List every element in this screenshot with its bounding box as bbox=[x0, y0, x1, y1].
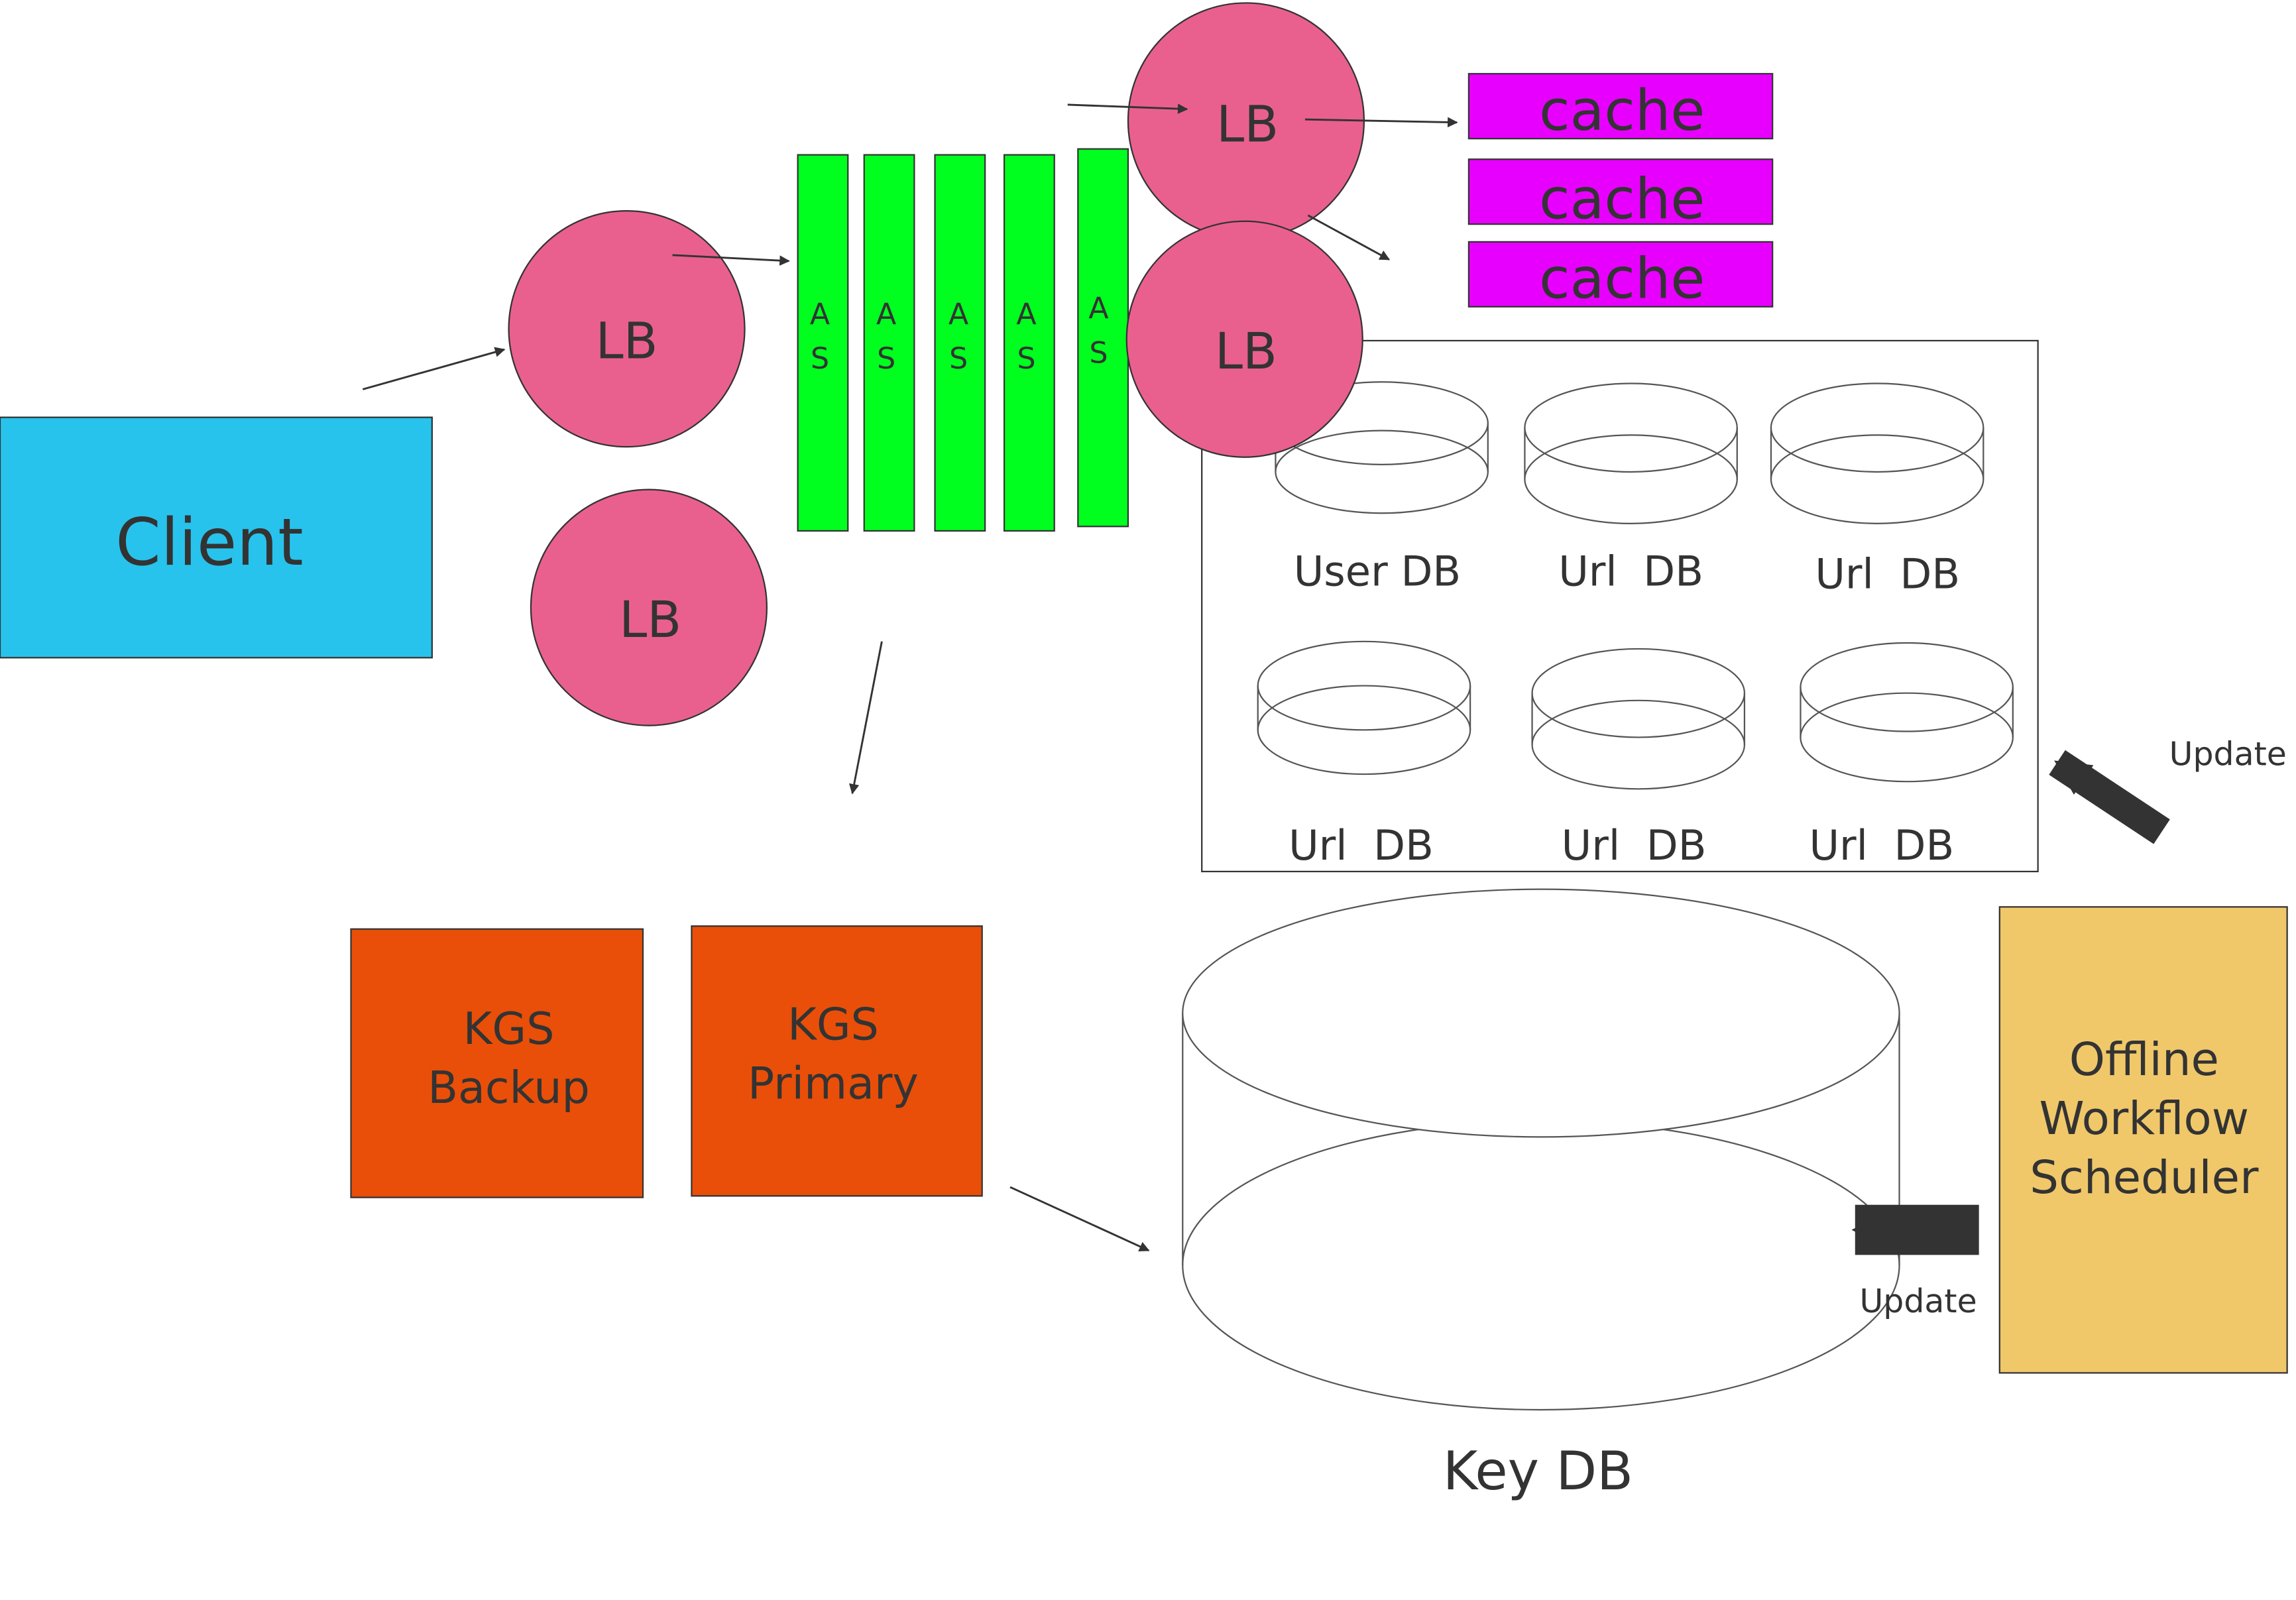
lb-node: LB bbox=[508, 210, 746, 448]
arrow-kgs-to-keydb bbox=[1009, 1186, 1150, 1252]
app-server-letter: A bbox=[876, 298, 897, 331]
app-server: A S bbox=[1077, 148, 1129, 528]
kgs-primary-line2: Primary bbox=[748, 1058, 919, 1110]
update-label: Update bbox=[1859, 1283, 1977, 1320]
app-server-letter: S bbox=[811, 342, 829, 376]
db-cylinder bbox=[1257, 640, 1471, 775]
app-server: A S bbox=[863, 154, 915, 532]
lb-node: LB bbox=[1125, 220, 1363, 458]
flow-arrows bbox=[362, 103, 1458, 1252]
lb-node: LB bbox=[530, 488, 768, 726]
cache-box: cache bbox=[1467, 158, 1774, 231]
arrow-as-to-kgs bbox=[848, 641, 883, 795]
db-label: Url DB bbox=[1289, 821, 1434, 870]
arrow-into-lb bbox=[1067, 103, 1188, 114]
kgs-backup-line2: Backup bbox=[428, 1062, 590, 1114]
key-db-label: Key DB bbox=[1443, 1440, 1633, 1502]
update-label: Update bbox=[2169, 736, 2287, 773]
lb-label: LB bbox=[1215, 322, 1277, 380]
scheduler-line1: Offline bbox=[2069, 1033, 2219, 1086]
cache-label: cache bbox=[1539, 166, 1705, 231]
app-server-letter: A bbox=[810, 298, 831, 331]
app-server-letter: S bbox=[1017, 342, 1035, 376]
arrow-lb-to-cache bbox=[1304, 117, 1458, 128]
db-label: Url DB bbox=[1558, 547, 1703, 595]
db-label: Url DB bbox=[1809, 821, 1954, 870]
kgs-primary-line1: KGS bbox=[787, 999, 879, 1051]
cache-label: cache bbox=[1539, 246, 1705, 311]
update-arrow-icon bbox=[2049, 750, 2170, 844]
scheduler-line3: Scheduler bbox=[2030, 1151, 2259, 1204]
cache-box: cache bbox=[1467, 241, 1774, 311]
db-label: User DB bbox=[1294, 547, 1461, 595]
app-server: A S bbox=[797, 154, 849, 532]
lb-label: LB bbox=[596, 312, 658, 371]
lb-node: LB bbox=[1127, 2, 1365, 240]
scheduler-line2: Workflow bbox=[2039, 1092, 2250, 1145]
kgs-backup-line1: KGS bbox=[463, 1003, 555, 1055]
db-label: Url DB bbox=[1562, 821, 1707, 870]
arrow-lb-to-cache-lower bbox=[1307, 214, 1391, 260]
app-server-letter: S bbox=[949, 342, 968, 376]
app-server: A S bbox=[1003, 154, 1055, 532]
kgs-backup-box: KGS Backup bbox=[350, 928, 644, 1198]
db-cylinder bbox=[1770, 382, 1984, 524]
app-server-letter: A bbox=[1088, 292, 1109, 326]
app-server: A S bbox=[934, 154, 986, 532]
app-server-letter: S bbox=[1089, 336, 1108, 370]
app-server-letter: A bbox=[948, 298, 969, 331]
arrow-lb-to-as bbox=[672, 254, 790, 266]
arrow-client-to-lb bbox=[362, 347, 506, 390]
lb-label: LB bbox=[619, 591, 681, 649]
lb-label: LB bbox=[1216, 95, 1279, 154]
cache-box: cache bbox=[1467, 73, 1774, 143]
app-server-letter: A bbox=[1016, 298, 1037, 331]
db-cylinder bbox=[1524, 382, 1738, 524]
db-label: Url DB bbox=[1815, 550, 1960, 599]
kgs-primary-box: KGS Primary bbox=[691, 925, 983, 1197]
db-cylinder bbox=[1800, 642, 2014, 783]
app-server-letter: S bbox=[877, 342, 895, 376]
key-db-cylinder bbox=[1182, 888, 1900, 1411]
scheduler-box: Offline Workflow Scheduler bbox=[1998, 906, 2288, 1374]
db-cylinder bbox=[1531, 648, 1746, 790]
cache-label: cache bbox=[1539, 78, 1705, 143]
client-box: Client bbox=[0, 416, 433, 659]
client-label: Client bbox=[115, 505, 303, 581]
